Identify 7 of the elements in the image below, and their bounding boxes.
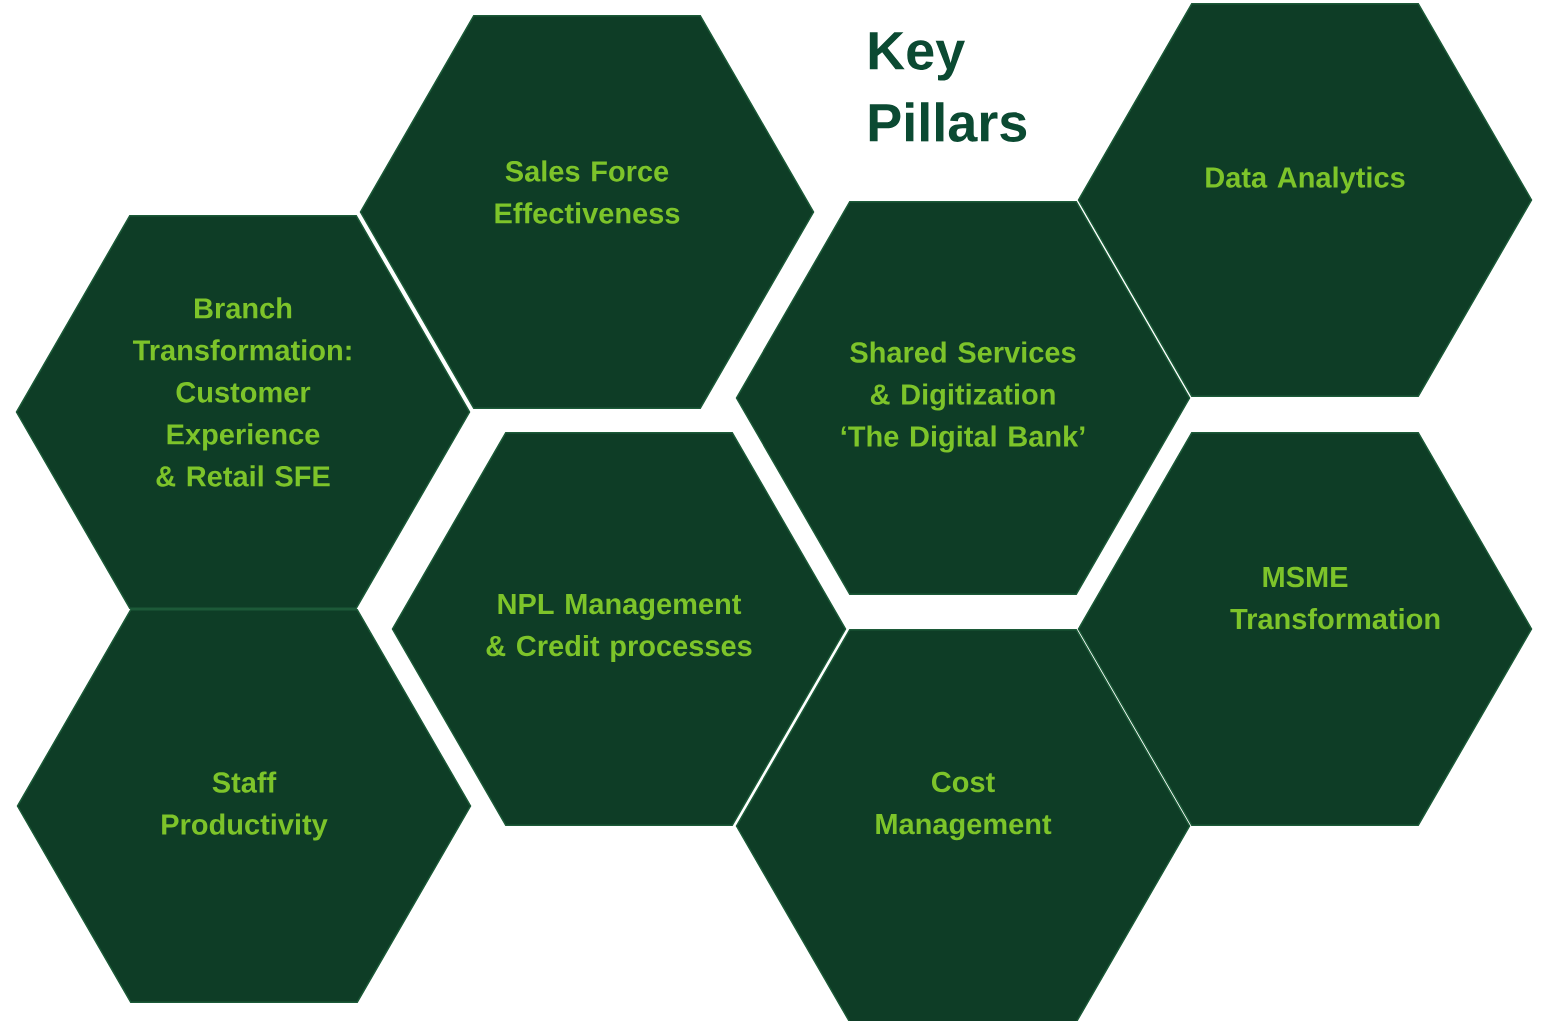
hexagon: Shared Services & Digitization ‘The Digital Bank’ xyxy=(735,201,1191,595)
node-label: MSME Transformation xyxy=(1230,566,1440,630)
hexagon: Sales Force Effectiveness xyxy=(359,15,815,409)
hexagon: Staff Productivity xyxy=(16,609,472,1003)
hexagon: Branch Transformation: Customer Experience & Retail SFE xyxy=(15,215,471,609)
title: Key Pillars xyxy=(869,32,1027,142)
hexagon: Data Analytics xyxy=(1077,3,1533,397)
